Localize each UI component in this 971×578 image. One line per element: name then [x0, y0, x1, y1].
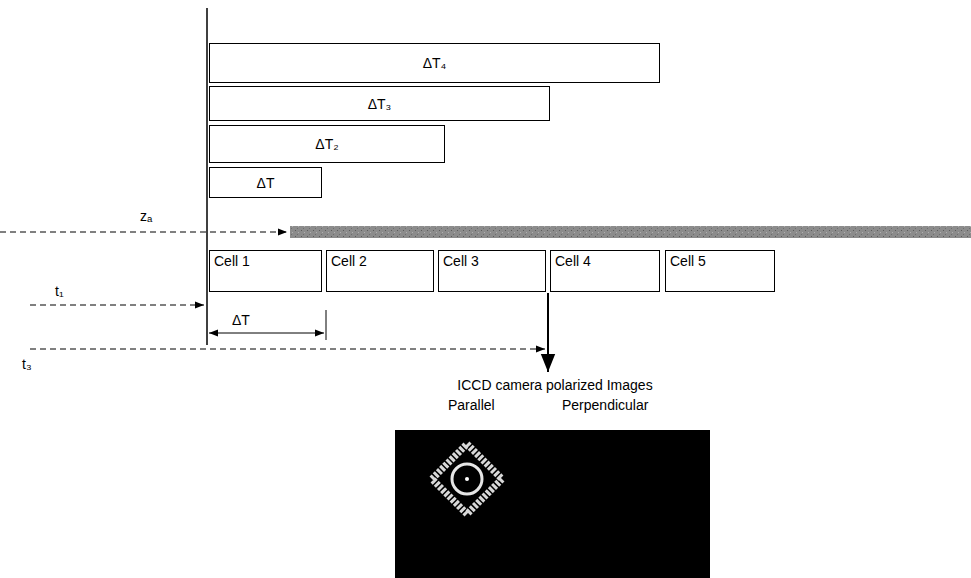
interval-box: ΔT₂: [209, 125, 445, 163]
time-label: t₃: [22, 356, 32, 372]
polarization-label: Perpendicular: [562, 397, 648, 413]
origin-line: [206, 8, 208, 345]
ring-pattern: [432, 444, 502, 514]
box-text: Cell 5: [666, 251, 774, 269]
caption-text: ICCD camera polarized Images: [457, 377, 652, 393]
t1-arrow: [30, 305, 204, 306]
box-text: ΔT₄: [423, 55, 447, 71]
position-label: zₐ: [140, 208, 152, 224]
interval-box: ΔT₃: [209, 86, 550, 121]
cell-box: Cell 2: [326, 250, 434, 292]
ring-pattern: [452, 464, 482, 494]
polarization-label: Parallel: [448, 397, 495, 413]
box-text: ΔT₂: [315, 136, 338, 152]
cell-box: Cell 5: [665, 250, 775, 292]
box-text: ΔT: [257, 175, 275, 191]
dimension-arrow: [209, 333, 324, 334]
box-text: Cell 2: [327, 251, 433, 269]
dimension-label: ΔT: [232, 312, 250, 328]
sample-band: [290, 226, 971, 238]
interval-box: ΔT₄: [209, 43, 660, 83]
cell-box: Cell 1: [209, 250, 322, 292]
za-arrow: [0, 232, 287, 233]
cell-box: Cell 3: [438, 250, 546, 292]
camera-arrow: [547, 293, 549, 372]
box-text: Cell 3: [439, 251, 545, 269]
box-text: Cell 4: [551, 251, 659, 269]
dimension-tick: [326, 310, 327, 340]
t3-arrow: [30, 349, 545, 350]
cell-box: Cell 4: [550, 250, 660, 292]
time-label: t₁: [55, 283, 64, 299]
box-text: Cell 1: [210, 251, 321, 269]
ring-center: [465, 477, 469, 481]
interval-box: ΔT: [209, 167, 322, 198]
camera-image: [395, 430, 710, 578]
box-text: ΔT₃: [368, 96, 392, 112]
